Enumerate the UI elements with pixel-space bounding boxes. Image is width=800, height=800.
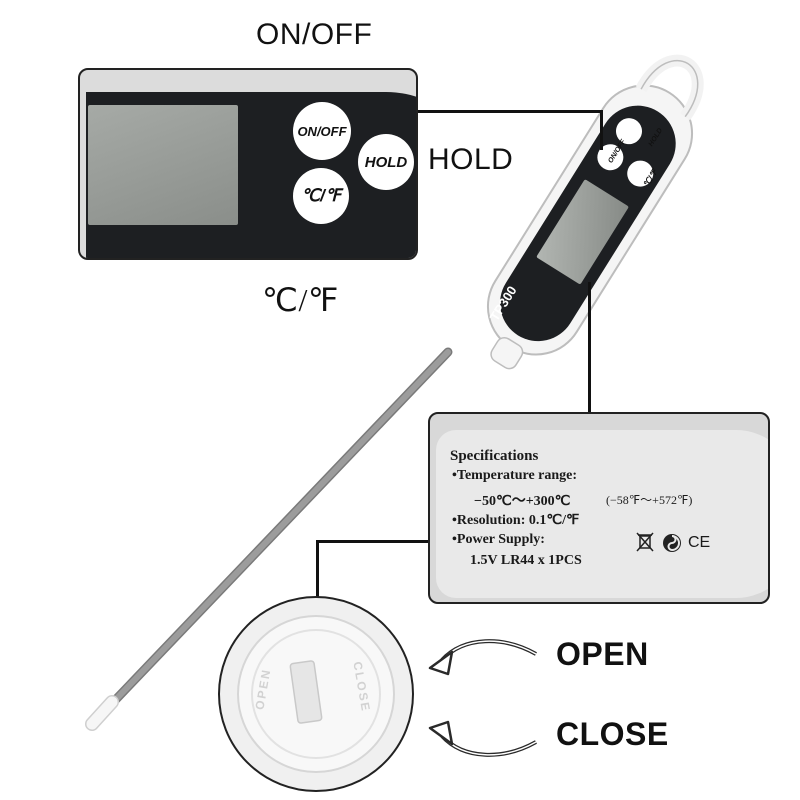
connector-cover-vertical (316, 540, 319, 598)
probe-rod (85, 347, 453, 731)
hold-button-closeup[interactable]: HOLD (358, 134, 414, 190)
green-dot-icon (663, 534, 681, 552)
close-arrow-icon (428, 720, 537, 757)
onoff-button-closeup[interactable]: ON/OFF (293, 102, 351, 160)
connector-display-vertical (600, 110, 603, 150)
label-open: OPEN (556, 636, 649, 672)
spec-resolution: •Resolution: 0.1℃/℉ (452, 513, 580, 528)
label-on-off: ON/OFF (256, 18, 373, 51)
specifications-inset: Specifications •Temperature range: −50℃～… (428, 412, 770, 604)
label-hold: HOLD (428, 143, 514, 176)
battery-cover-inset: OPEN CLOSE (218, 596, 414, 792)
lcd-screen (88, 105, 238, 225)
spec-temp-range-label: •Temperature range: (452, 468, 578, 483)
unit-button-closeup[interactable]: ℃/℉ (293, 168, 349, 224)
spec-title: Specifications (450, 448, 539, 464)
spec-power-value: 1.5V LR44 x 1PCS (470, 553, 582, 568)
connector-display-horizontal (414, 110, 602, 113)
battery-cover-art (237, 615, 395, 773)
weee-bin-icon (636, 532, 654, 552)
label-close: CLOSE (556, 716, 669, 752)
open-arrow-icon (428, 639, 537, 676)
connector-cover-horizontal (316, 540, 430, 543)
spec-temp-range-f: (−58℉～+572℉) (606, 493, 693, 507)
connector-spec-vertical (588, 282, 591, 414)
spec-label-plate (436, 430, 768, 598)
spec-temp-range-c: −50℃～+300℃ (474, 494, 571, 509)
spec-power-label: •Power Supply: (452, 532, 545, 547)
ce-mark: CE (688, 534, 711, 551)
label-unit: ℃/℉ (262, 282, 339, 318)
display-closeup-inset: ON/OFF HOLD ℃/℉ (78, 68, 418, 260)
